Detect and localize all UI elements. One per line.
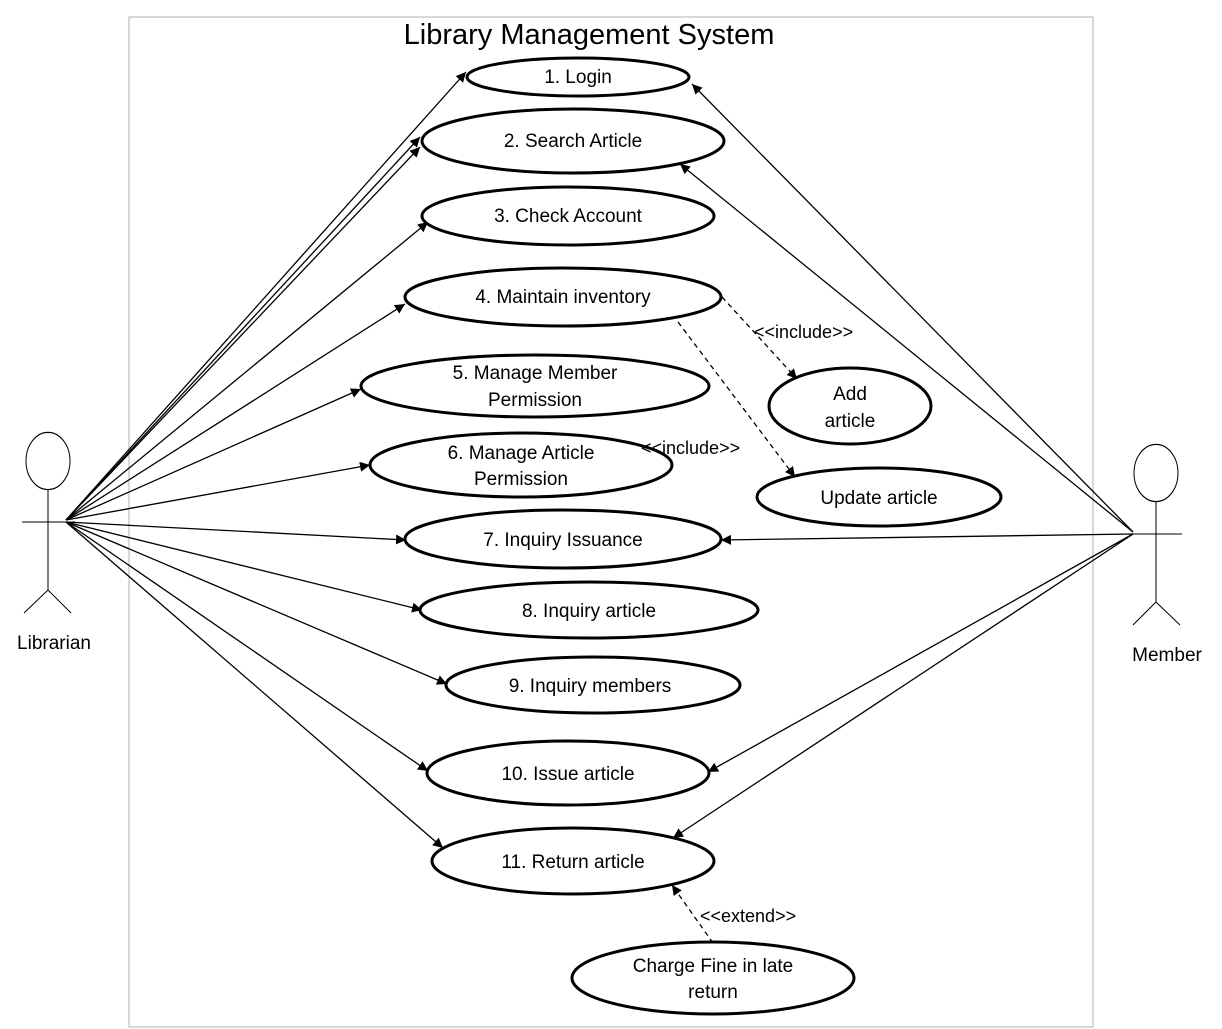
actor-head	[25, 431, 71, 491]
use-case-search-article[interactable]: 2. Search Article	[420, 107, 726, 175]
assoc-librarian-login	[65, 71, 467, 521]
assoc-librarian-maintain-inventory	[65, 303, 406, 521]
use-case-label: 1. Login	[544, 67, 612, 88]
use-case-issue-article[interactable]: 10. Issue article	[425, 739, 711, 807]
use-case-label: Update article	[820, 488, 937, 509]
use-case-label: Permission	[488, 390, 582, 411]
use-case-label: 10. Issue article	[501, 764, 634, 785]
include-label-add-article: <<include>>	[754, 322, 853, 342]
use-case-label: 2. Search Article	[504, 131, 642, 152]
use-case-label: 11. Return article	[501, 852, 644, 873]
assoc-librarian-manage-article-permission	[65, 461, 371, 521]
use-case-maintain-inventory[interactable]: 4. Maintain inventory	[403, 266, 723, 328]
use-case-label: article	[825, 411, 876, 432]
use-case-label: Add	[833, 384, 867, 405]
use-case-label: 8. Inquiry article	[522, 601, 656, 622]
use-case-label: 5. Manage Member	[453, 363, 618, 384]
use-case-label: 9. Inquiry members	[509, 676, 672, 697]
assoc-member-return-article	[672, 533, 1134, 839]
use-case-charge-fine[interactable]: Charge Fine in late return	[570, 940, 856, 1016]
assoc-librarian-return-article	[65, 521, 444, 849]
include-add-article	[721, 296, 798, 380]
extend-label-charge-fine: <<extend>>	[700, 906, 796, 926]
assoc-member-login	[691, 83, 1134, 533]
use-case-label: 6. Manage Article	[448, 443, 595, 464]
assoc-member-search-article	[679, 163, 1134, 533]
assoc-librarian-inquiry-article	[65, 521, 423, 613]
assoc-librarian-issue-article	[65, 521, 429, 772]
actor-librarian[interactable]: Librarian	[17, 431, 91, 654]
use-case-inquiry-article[interactable]: 8. Inquiry article	[418, 580, 760, 640]
use-case-label: Charge Fine in late	[633, 956, 794, 977]
use-case-label: return	[688, 982, 738, 1003]
member-associations	[672, 83, 1134, 839]
assoc-librarian-inquiry-issuance	[65, 521, 407, 545]
use-case-add-article[interactable]: Add article	[767, 366, 933, 446]
assoc-librarian-manage-member-permission	[65, 388, 362, 521]
use-case-check-account[interactable]: 3. Check Account	[420, 185, 716, 247]
actor-label-member: Member	[1132, 645, 1202, 666]
use-case-label: 7. Inquiry Issuance	[483, 530, 642, 551]
dependencies	[671, 296, 798, 944]
assoc-librarian-check-account	[65, 221, 429, 521]
librarian-associations	[65, 71, 467, 849]
include-label-update-article: <<include>>	[641, 438, 740, 458]
use-case-return-article[interactable]: 11. Return article	[430, 826, 716, 896]
assoc-librarian-search-article-upper	[65, 136, 421, 521]
actor-member[interactable]: Member	[1130, 443, 1203, 666]
use-case-manage-article-permission[interactable]: 6. Manage Article Permission	[368, 431, 674, 499]
assoc-member-inquiry-issuance	[720, 533, 1134, 545]
use-case-update-article[interactable]: Update article	[755, 466, 1003, 528]
actor-head	[1133, 443, 1179, 503]
assoc-librarian-search-article-lower	[65, 146, 421, 521]
assoc-librarian-inquiry-members	[65, 521, 448, 685]
diagram-title: Library Management System	[404, 19, 775, 51]
use-case-label: Permission	[474, 469, 568, 490]
use-case-manage-member-permission[interactable]: 5. Manage Member Permission	[359, 353, 711, 419]
use-case-label: 4. Maintain inventory	[475, 287, 651, 308]
extend-charge-fine	[671, 884, 714, 944]
use-case-inquiry-members[interactable]: 9. Inquiry members	[444, 655, 742, 715]
assoc-member-issue-article	[707, 533, 1134, 773]
use-case-inquiry-issuance[interactable]: 7. Inquiry Issuance	[403, 508, 723, 570]
use-case-label: 3. Check Account	[494, 206, 643, 227]
actor-label-librarian: Librarian	[17, 633, 91, 654]
use-case-login[interactable]: 1. Login	[465, 56, 691, 98]
